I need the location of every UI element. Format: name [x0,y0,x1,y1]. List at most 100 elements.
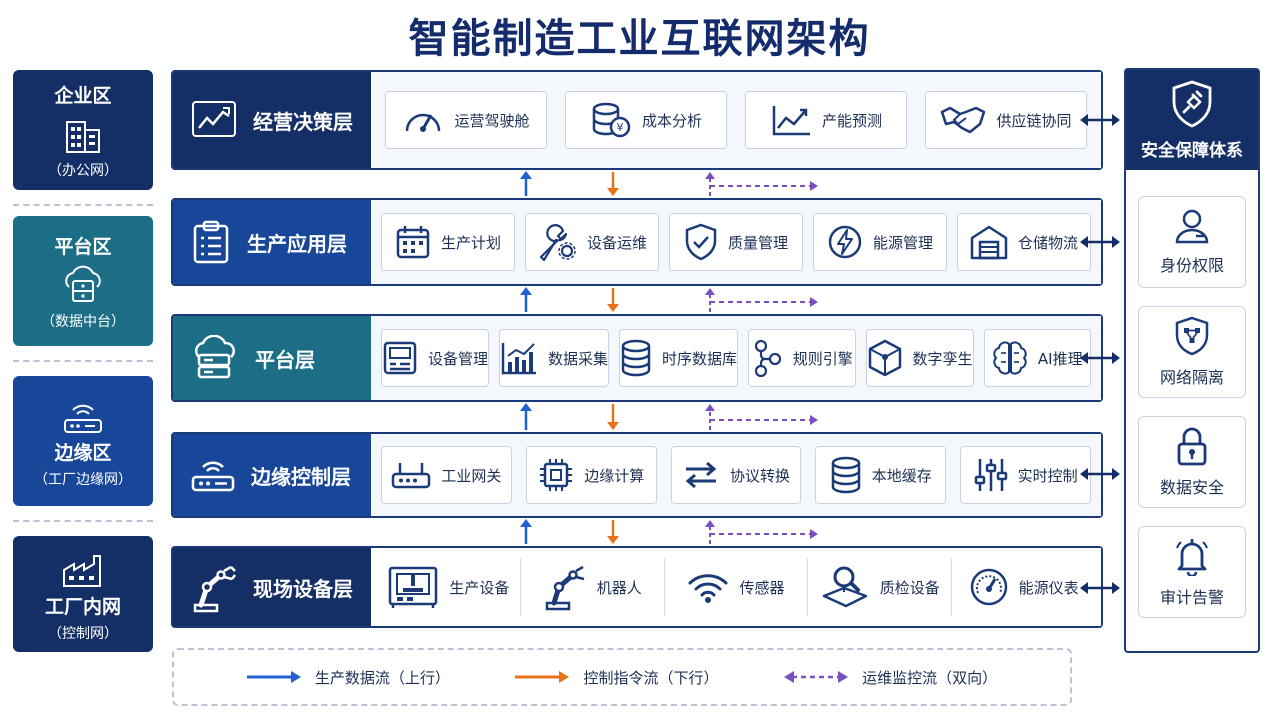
cnc-machine-icon [389,566,438,608]
layer-platform: 平台层 设备管理 数据采集 时序数据库 规则引擎 数字孪生 AI推理 [171,314,1103,402]
item-rule-engine: 规则引擎 [748,329,856,387]
coins-icon: ¥ [592,102,631,138]
item-supply-chain: 供应链协同 [925,91,1087,149]
item-edge-computing: 边缘计算 [525,446,657,504]
zone-sub: （控制网） [48,625,118,642]
flow-down-arrowhead [607,304,619,312]
database-icon [621,339,651,377]
item-device-mgmt: 设备管理 [381,329,490,387]
layer-items: 生产计划 设备运维 质量管理 能源管理 仓储物流 [371,200,1101,284]
flow-arrows-4-5 [520,519,818,544]
flow-arrows-2-3 [520,287,818,312]
zone-factory: 工厂内网 （控制网） [13,536,153,652]
swap-arrows-icon [685,461,717,489]
item-digital-twin: 数字孪生 [865,329,974,387]
item-data-collection: 数据采集 [499,329,610,387]
gateway-icon [392,463,431,489]
item-label: 时序数据库 [662,349,738,368]
legend: 生产数据流（上行） 控制指令流（下行） 运维监控流（双向） [172,648,1072,706]
flow-ops-h-arrowhead [810,297,818,307]
trend-chart-icon [772,106,810,136]
router-icon [64,404,102,433]
item-realtime-control: 实时控制 [960,446,1091,504]
gauge-icon [970,568,1007,606]
security-link-5 [1080,582,1120,594]
zone-name: 企业区 [54,84,112,107]
zone-divider [13,520,153,522]
item-inspection-equipment: 质检设备 [808,558,953,616]
speedometer-icon [406,113,441,132]
security-item-label: 审计告警 [1159,588,1224,607]
item-label: 设备运维 [586,233,647,252]
flow-arrows-1-2 [520,171,818,196]
layer-name: 平台层 [255,347,315,372]
legend-label: 控制指令流（下行） [583,668,719,687]
zone-sub: （工厂边缘网） [34,471,132,488]
zone-name: 工厂内网 [44,595,121,618]
item-ai-inference: AI推理 [983,329,1091,387]
zone-sub: （办公网） [48,162,118,179]
item-energy-mgmt: 能源管理 [813,213,947,271]
zone-name: 边缘区 [54,441,112,464]
lock-icon [1177,427,1207,466]
layer-items: 运营驾驶舱 ¥ 成本分析 产能预测 供应链协同 [371,72,1101,168]
dashboard-chart-icon [192,101,236,137]
security-item-label: 身份权限 [1159,256,1224,275]
item-label: 质量管理 [727,233,788,252]
page-title: 智能制造工业互联网架构 [408,16,871,62]
cloud-server-icon [65,265,101,302]
item-label: 能源管理 [872,233,933,252]
item-label: 协议转换 [729,466,790,485]
item-local-cache: 本地缓存 [815,446,947,504]
zone-name: 平台区 [54,235,112,258]
svg-text:¥: ¥ [616,121,623,134]
layer-name: 生产应用层 [247,231,347,256]
flow-ops-arrowhead [705,288,715,295]
layer-name: 边缘控制层 [251,464,351,489]
security-link-3 [1080,352,1120,364]
legend-item-ops: 运维监控流（双向） [784,667,997,688]
item-ops-cockpit: 运营驾驶舱 [385,91,547,149]
item-sensor: 传感器 [665,558,809,616]
security-item-isolation: 网络隔离 [1138,306,1246,398]
factory-icon [63,554,101,587]
wireless-sensor-icon [688,574,728,603]
item-label: 供应链协同 [996,111,1072,130]
layer-decision: 经营决策层 运营驾驶舱 ¥ 成本分析 产能预测 供应链协同 [171,70,1103,170]
flow-up-arrowhead [520,171,532,179]
item-equipment-maintenance: 设备运维 [525,213,659,271]
legend-blue-arrow [246,671,301,683]
energy-bolt-icon [828,225,862,259]
item-label: 传感器 [739,578,785,597]
item-warehouse-logistics: 仓储物流 [957,213,1091,271]
flow-up-arrowhead [520,287,532,295]
item-label: 质检设备 [879,578,940,597]
item-label: 能源仪表 [1018,578,1079,597]
legend-purple-dashed-arrow [784,671,849,683]
layer-head: 平台层 [173,316,371,400]
robot-arm-icon [193,565,236,613]
inspection-magnifier-icon [822,566,868,608]
security-link-1 [1080,114,1120,126]
item-label: AI推理 [1037,349,1083,368]
item-energy-meter: 能源仪表 [952,558,1095,616]
building-icon [66,120,100,153]
user-icon [1175,209,1209,244]
security-item-identity: 身份权限 [1138,196,1246,288]
flow-nodes-icon [754,339,781,377]
item-production-plan: 生产计划 [381,213,515,271]
security-panel: 安全保障体系 身份权限 网络隔离 数据安全 审计告警 [1124,68,1260,653]
layer-name: 经营决策层 [253,109,353,134]
item-timeseries-db: 时序数据库 [619,329,739,387]
flow-ops-arrowhead [705,520,715,527]
layer-items: 设备管理 数据采集 时序数据库 规则引擎 数字孪生 AI推理 [371,316,1101,400]
flow-down-arrowhead [607,422,619,430]
item-label: 本地缓存 [871,466,932,485]
security-item-data: 数据安全 [1138,416,1246,508]
layer-head: 经营决策层 [173,72,371,168]
item-label: 成本分析 [641,111,702,130]
database-icon [831,456,861,494]
layer-items: 工业网关 边缘计算 协议转换 本地缓存 实时控制 [371,434,1101,516]
item-production-equipment: 生产设备 [377,558,521,616]
device-panel-icon [383,341,417,375]
